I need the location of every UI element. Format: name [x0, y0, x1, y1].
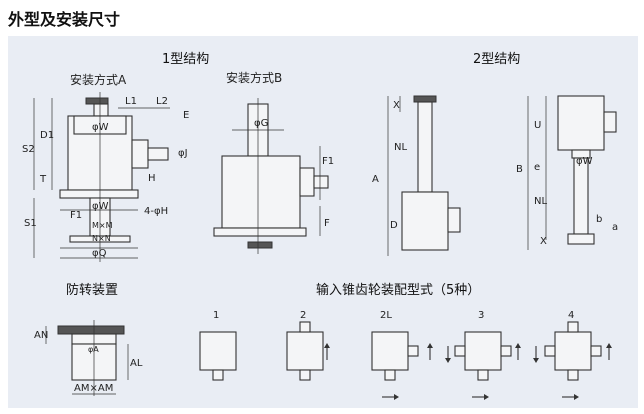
assembly-type-4-label: 4 — [568, 310, 574, 321]
dim-L2: L2 — [156, 96, 168, 107]
assembly-type-2L — [371, 331, 433, 400]
dim-phiW-right: φW — [576, 156, 593, 167]
assembly-type-3 — [445, 331, 521, 400]
type2-left-drawing — [387, 95, 461, 256]
dim-S2: S2 — [22, 144, 35, 155]
dim-F1-b: F1 — [322, 156, 334, 167]
dim-E: E — [183, 110, 189, 121]
dim-D1: D1 — [40, 130, 54, 141]
dim-X-bottom: X — [540, 236, 547, 247]
dim-phiG: φG — [254, 118, 268, 129]
dim-F1: F1 — [70, 210, 82, 221]
mount-a-label: 安装方式A — [70, 72, 127, 87]
assembly-type-1-label: 1 — [213, 310, 219, 321]
dim-NL-right: NL — [534, 196, 547, 207]
assembly-type-4 — [533, 321, 612, 400]
assembly-type-2 — [286, 321, 330, 381]
type2-right-drawing — [527, 95, 617, 250]
dim-b: b — [596, 214, 602, 225]
assembly-type-2L-label: 2L — [380, 310, 392, 321]
anti-rotation-drawing — [45, 320, 129, 396]
dim-NxN: N×N — [92, 234, 111, 243]
dim-a: a — [612, 222, 618, 233]
page-title: 外型及安装尺寸 — [8, 10, 121, 29]
dim-AMxAM: AM×AM — [74, 383, 113, 394]
dim-L1: L1 — [125, 96, 137, 107]
dim-AN: AN — [34, 330, 48, 341]
anti-rotation-heading: 防转装置 — [66, 282, 118, 298]
dim-S1: S1 — [24, 218, 37, 229]
mount-b-drawing — [213, 98, 329, 254]
dim-X-top: X — [393, 100, 400, 111]
mount-a-drawing — [33, 92, 170, 262]
dim-phiA: φA — [88, 345, 99, 354]
dim-T: T — [39, 174, 47, 185]
dim-NL-left: NL — [394, 142, 407, 153]
dim-phiW-bottom: φW — [92, 201, 109, 212]
dim-D: D — [390, 220, 398, 231]
mount-b-label: 安装方式B — [226, 70, 282, 85]
dim-e: e — [534, 162, 540, 173]
dim-phiJ: φJ — [178, 148, 188, 159]
dim-U: U — [534, 120, 541, 131]
type1-heading: 1型结构 — [162, 52, 209, 67]
dim-A: A — [372, 174, 379, 185]
dim-F: F — [324, 218, 330, 229]
assembly-type-3-label: 3 — [478, 310, 484, 321]
type2-heading: 2型结构 — [473, 52, 520, 67]
dim-phiQ: φQ — [92, 248, 107, 259]
dim-H: H — [148, 173, 156, 184]
assembly-type-1 — [199, 331, 237, 381]
dim-phiW-top: φW — [92, 122, 109, 133]
dim-MxM: M×M — [92, 221, 113, 230]
dim-4phiH: 4-φH — [144, 206, 168, 217]
assembly-type-2-label: 2 — [300, 310, 306, 321]
bevel-assembly-heading: 输入锥齿轮装配型式（5种） — [316, 282, 480, 298]
dim-B: B — [516, 164, 523, 175]
dim-AL: AL — [130, 358, 143, 369]
